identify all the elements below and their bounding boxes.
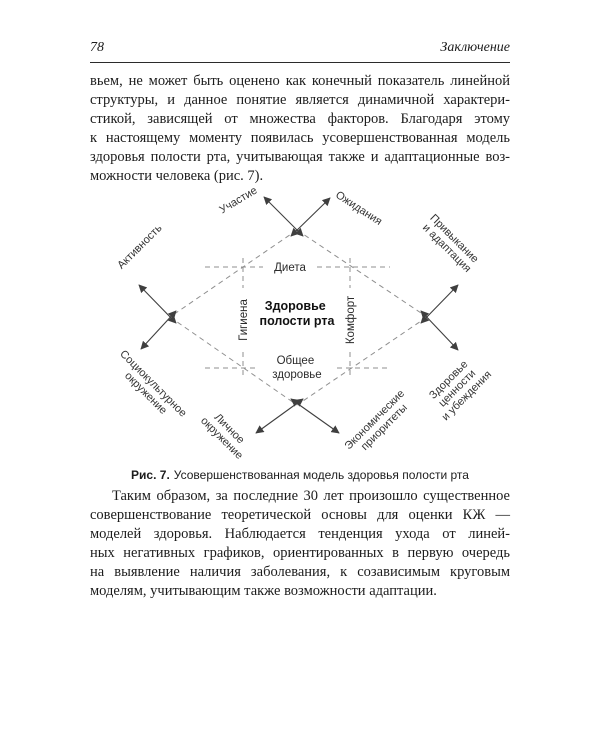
arrow-personal [255,398,304,434]
page-header: 78 Заключение [90,38,510,63]
section-title: Заключение [440,40,510,55]
figure-caption: Рис. 7.Усовершенствованная модель здоров… [0,468,600,482]
figure-caption-label: Рис. 7. [131,468,170,482]
label-activity: Активность [115,222,165,272]
arrow-expectations [290,197,331,237]
label-comfort: Комфорт [345,295,357,344]
paragraph-1: вьем, не может быть оценено как конечный… [90,72,510,186]
diamond-dashed-outline [169,229,428,406]
diagram-center-label: Здоровье полости рта [260,299,336,328]
vertex-arrows [138,196,459,434]
paragraph-line: к настоящему моменту появилась усовершен… [90,130,510,146]
oral-health-model-diagram: Здоровье полости рта Диета Гигиена Комфо… [109,185,494,462]
paragraph-line: моделям, учитывающим также возможности а… [90,583,437,599]
label-habituation-adaptation: Привыкание и адаптация [419,212,483,276]
figure-caption-text: Усовершенствованная модель здоровья поло… [173,468,469,482]
paragraph-line: совершенствование теоретической основы д… [90,507,510,523]
paragraph-line: вьем, не может быть оценено как конечный… [90,73,510,89]
label-general-health: Общее здоровье [272,355,321,381]
label-health-values-beliefs: Здоровье ценности и убеждения [423,352,494,423]
inner-dashed-grid [205,258,390,377]
label-hygiene: Гигиена [238,299,250,341]
label-expectations: Ожидания [333,189,384,228]
paragraph-line: здоровья полости рта, учитывающая также … [90,149,510,165]
arrow-sociocultural [140,310,177,350]
paragraph-line: на выявление наличия заболевания, к соза… [90,564,510,580]
label-economic-priorities: Экономические приоритеты [343,386,418,461]
arrow-values [420,310,459,351]
paragraph-line: Таким образом, за последние 30 лет произ… [112,488,510,504]
label-diet: Диета [274,262,306,274]
paragraph-line: ных негативных графиков, ориентированных… [90,545,510,561]
paragraph-line: моделей здоровья. Наблюдается тенденция … [90,526,510,542]
paragraph-line: можности человека (рис. 7). [90,168,264,184]
paragraph-line: стикой, зависящей от множества факторов.… [90,111,510,127]
page-number: 78 [90,40,104,55]
label-participation: Участие [218,185,260,216]
figure-diagram: Здоровье полости рта Диета Гигиена Комфо… [0,185,600,465]
label-sociocultural-environment: Социокультурное окружение [109,348,191,430]
arrow-economic [290,398,340,434]
paragraph-2: Таким образом, за последние 30 лет произ… [90,487,510,601]
label-personal-environment: Личное окружение [198,406,253,461]
paragraph-line: структуры, и данное понятие является дин… [90,92,510,108]
